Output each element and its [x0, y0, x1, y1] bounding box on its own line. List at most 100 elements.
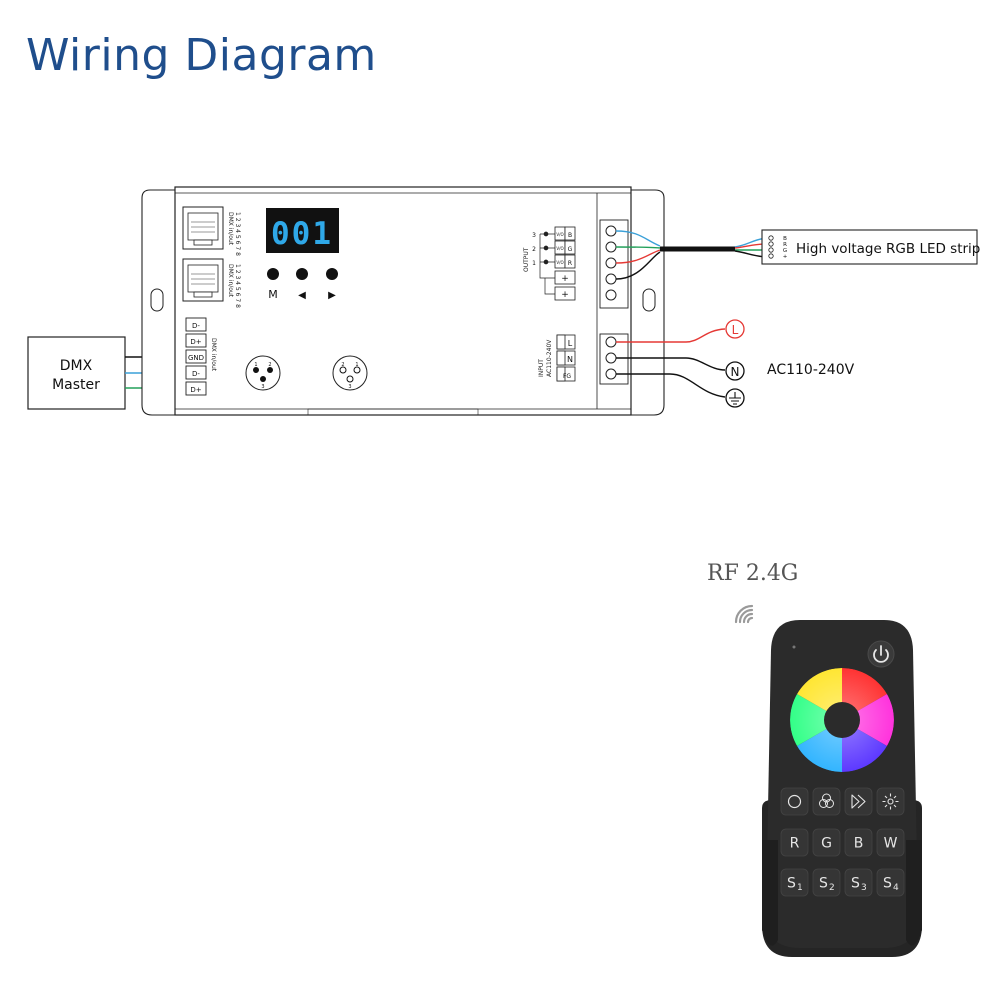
output-ch-3: 3	[532, 232, 536, 239]
input-terminals	[556, 334, 576, 382]
dmx-terminal-4: D-	[192, 370, 200, 378]
input-terminal-l: L	[568, 339, 573, 348]
brightness-icon	[882, 793, 899, 810]
dmx-terminal-5: D+	[190, 386, 201, 394]
output-plus-2: +	[561, 290, 569, 300]
rj45-label-1: DMX in/out	[227, 212, 234, 246]
ac-neutral-symbol: N	[725, 361, 745, 381]
next-button-label: ▶	[328, 290, 336, 301]
key-s1[interactable]	[780, 868, 809, 897]
remote-keys-row2: R G B W	[780, 828, 905, 857]
mode-button[interactable]	[267, 268, 279, 280]
wireless-signal-icon	[734, 604, 754, 624]
remote-control: R G B W S 1 S 2 S 3 S 4	[762, 620, 922, 957]
mode-button-label: M	[268, 288, 278, 301]
rj45-label-2: DMX in/out	[227, 264, 234, 298]
ac-wires	[616, 328, 726, 398]
xlr-in-pin-1: 1	[254, 362, 257, 368]
dmx-terminal-block: D- D+ GND D- D+	[185, 317, 207, 396]
input-label: INPUT	[538, 359, 545, 377]
xlr-out-pin-3: 3	[348, 384, 351, 390]
key-s1-main: S	[787, 876, 796, 892]
rf-label: RF 2.4G	[707, 561, 798, 586]
rj45-port-1	[182, 206, 224, 250]
ac-neutral-label: N	[731, 365, 740, 379]
output-pin-r: R	[568, 260, 572, 267]
xlr-in-connector: 1 2 3	[245, 355, 281, 391]
output-pin-g: G	[568, 246, 573, 253]
output-ch-1: 1	[532, 260, 536, 267]
ac-voltage-label: AC110-240V	[767, 362, 855, 378]
key-s3-main: S	[851, 876, 860, 892]
key-w[interactable]	[876, 828, 905, 857]
rgb-mix-icon	[819, 793, 834, 808]
input-terminal-fg: FG	[563, 373, 571, 380]
output-channel-marks	[539, 231, 555, 295]
output-terminals	[554, 226, 576, 301]
digit-display: 001	[266, 208, 339, 253]
input-voltage-label: AC110-240V	[546, 339, 553, 377]
key-s2[interactable]	[812, 868, 841, 897]
dmx-terminal-1: D-	[192, 322, 200, 330]
dmx-terminal-label: DMX in/out	[210, 338, 217, 372]
dmx-terminal-3: GND	[188, 354, 204, 362]
circle-icon	[787, 794, 802, 809]
xlr-in-pin-2: 2	[268, 362, 271, 368]
key-s4-main: S	[883, 876, 892, 892]
output-ch-2: 2	[532, 246, 536, 253]
xlr-out-pin-2: 2	[341, 362, 344, 368]
ground-icon	[725, 388, 745, 408]
input-terminal-n: N	[567, 355, 573, 364]
dmx-master-line1: DMX	[60, 358, 93, 374]
output-pin-b: B	[568, 232, 572, 239]
key-r-label: R	[790, 836, 800, 852]
led-strip: B R G + High voltage RGB LED strip	[761, 229, 980, 265]
rj45-port-2	[182, 258, 224, 302]
output-plus-1: +	[561, 274, 569, 284]
key-s4[interactable]	[876, 868, 905, 897]
power-button[interactable]	[867, 640, 895, 668]
remote-keys-row1	[780, 787, 905, 816]
ac-live-label: L	[732, 323, 739, 337]
play-speed-icon	[851, 794, 866, 809]
dmx-master-box: DMX Master	[27, 336, 126, 410]
prev-button[interactable]	[296, 268, 308, 280]
remote-keys-row3: S 1 S 2 S 3 S 4	[780, 868, 905, 897]
rj45-pins-2: 1 2 3 4 5 6 7 8	[234, 264, 241, 308]
key-s1-sub: 1	[797, 883, 803, 893]
output-label: OUTPUT	[523, 247, 530, 272]
key-s2-main: S	[819, 876, 828, 892]
output-tag-1: V/O	[556, 260, 563, 265]
output-tag-3: V/O	[556, 232, 563, 237]
key-brightness[interactable]	[876, 787, 905, 816]
key-b[interactable]	[844, 828, 873, 857]
ac-live-symbol: L	[725, 319, 745, 339]
key-g[interactable]	[812, 828, 841, 857]
dmx-master-line2: Master	[52, 377, 100, 393]
xlr-in-pin-3: 3	[261, 384, 264, 390]
led-strip-label: High voltage RGB LED strip	[796, 241, 980, 257]
key-s2-sub: 2	[829, 883, 835, 893]
led-pin-b: B	[783, 236, 787, 242]
key-s3[interactable]	[844, 868, 873, 897]
led-pin-plus: +	[783, 254, 788, 260]
key-g-label: G	[821, 836, 832, 852]
key-s3-sub: 3	[861, 883, 867, 893]
led-pin-r: R	[783, 242, 787, 248]
rj45-pins-1: 1 2 3 4 5 6 7 8	[234, 212, 241, 256]
key-r[interactable]	[780, 828, 809, 857]
key-circle[interactable]	[780, 787, 809, 816]
prev-button-label: ◀	[298, 290, 306, 301]
color-wheel-center	[824, 702, 860, 738]
output-screw-terminals	[599, 219, 629, 309]
key-b-label: B	[854, 836, 864, 852]
xlr-out-connector: 2 1 3	[332, 355, 368, 391]
display-value: 001	[271, 216, 333, 252]
led-pin-g: G	[783, 248, 787, 254]
next-button[interactable]	[326, 268, 338, 280]
output-wires	[615, 230, 767, 280]
controller-unit: DMX in/out 1 2 3 4 5 6 7 8 DMX in/out 1 …	[141, 186, 665, 416]
dmx-terminal-2: D+	[190, 338, 201, 346]
xlr-out-pin-1: 1	[355, 362, 358, 368]
